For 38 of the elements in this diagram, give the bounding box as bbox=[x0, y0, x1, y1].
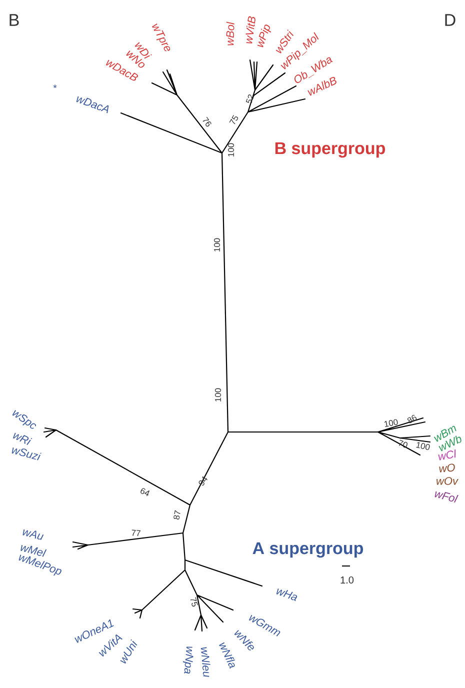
scale-label: 1.0 bbox=[340, 576, 354, 584]
bootstrap-value: 100 bbox=[215, 388, 221, 402]
taxon-label: wRi bbox=[12, 432, 32, 445]
bootstrap-value: 52 bbox=[246, 94, 254, 104]
bootstrap-value: 94 bbox=[198, 476, 208, 486]
taxon-label: wMel bbox=[20, 545, 47, 557]
taxon-label: wBol bbox=[226, 22, 234, 46]
taxon-label: wFol bbox=[434, 491, 458, 502]
bootstrap-value: 70 bbox=[398, 440, 408, 448]
taxon-label: wNleu bbox=[200, 647, 210, 677]
bootstrap-value: 87 bbox=[174, 510, 180, 520]
bootstrap-value: 75 bbox=[229, 115, 238, 124]
bootstrap-value: 77 bbox=[132, 530, 140, 536]
bootstrap-value: 86 bbox=[407, 414, 417, 424]
taxon-label: wAu bbox=[22, 529, 44, 540]
taxon-label: wDacA bbox=[76, 96, 109, 114]
taxon-label: wHa bbox=[276, 588, 298, 602]
taxon-label: wNpa bbox=[182, 646, 194, 674]
taxon-label: wCl bbox=[438, 449, 456, 460]
taxon-label: wTpre bbox=[152, 24, 170, 52]
panel-letter: B bbox=[10, 14, 19, 26]
taxon-label: wVitB bbox=[246, 16, 256, 44]
taxon-label: wSuzi bbox=[12, 448, 42, 460]
panel-letter: D bbox=[445, 14, 456, 26]
bootstrap-value: 76 bbox=[202, 116, 212, 127]
taxon-label: wOv bbox=[436, 477, 459, 485]
bootstrap-value: 64 bbox=[140, 488, 150, 496]
bootstrap-value: 100 bbox=[228, 143, 234, 156]
taxon-label: wNfla bbox=[219, 642, 235, 669]
bootstrap-value: 100 bbox=[416, 442, 430, 450]
bootstrap-value: 75 bbox=[190, 597, 198, 607]
bootstrap-value: 100 bbox=[384, 419, 398, 427]
taxon-label: wPip bbox=[257, 24, 272, 48]
bootstrap-value: 100 bbox=[214, 238, 220, 252]
group-label: A supergroup bbox=[252, 542, 363, 558]
asterisk-mark: * bbox=[53, 84, 57, 88]
taxon-label: wO bbox=[439, 464, 455, 472]
group-label: B supergroup bbox=[275, 142, 385, 158]
